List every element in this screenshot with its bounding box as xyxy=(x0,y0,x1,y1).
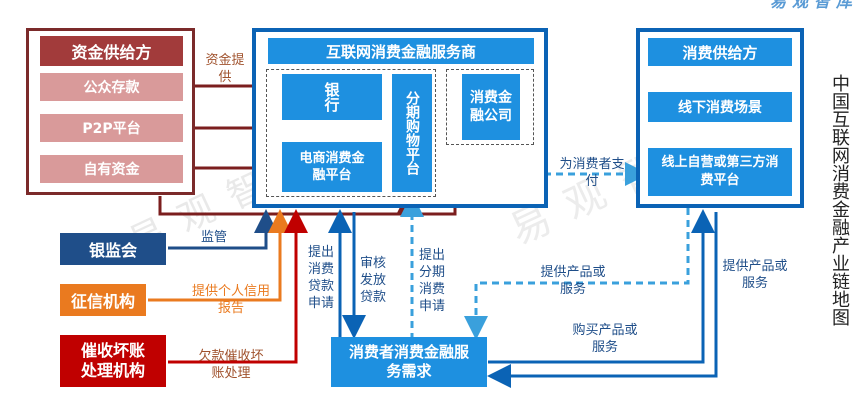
header-fragment: 易观智库 xyxy=(770,0,859,11)
buy-line xyxy=(488,209,715,364)
provide-solid-line xyxy=(487,212,718,388)
consumer-demand-box: 消费者消费金融服务需求 xyxy=(331,337,487,387)
credit-line xyxy=(148,209,292,302)
supervision-line xyxy=(168,209,278,250)
online-platform-box: 线上自营或第三方消费平台 xyxy=(648,148,792,196)
annotation-supervision: 监管 xyxy=(200,230,227,245)
annotation-loan-application: 提出消费贷款申请 xyxy=(307,245,334,311)
bank-box: 银行 xyxy=(282,74,382,120)
annotation-buy-products: 购买产品或服务 xyxy=(572,323,638,355)
annotation-credit-report: 提供个人信用报告 xyxy=(192,284,271,316)
supply-title: 消费供给方 xyxy=(648,38,792,66)
annotation-pay-for-consumer: 为消费者支付 xyxy=(559,157,625,189)
service-inner-dashed xyxy=(266,69,436,197)
installment-label: 分期购物平台 xyxy=(404,91,420,175)
funding-item-p2p: P2P平台 xyxy=(40,114,183,142)
annotation-installment-application: 提出分期消费申请 xyxy=(418,248,445,314)
service-title: 互联网消费金融服务商 xyxy=(268,38,534,64)
annotation-provide-products-left: 提供产品或服务 xyxy=(540,265,606,297)
funding-title: 资金供给方 xyxy=(40,36,183,66)
annotation-provide-products-right: 提供产品或服务 xyxy=(722,259,788,291)
cbrc-box: 银监会 xyxy=(60,233,166,265)
credit-agency-box: 征信机构 xyxy=(60,284,146,316)
finance-company-box: 消费金融公司 xyxy=(462,74,520,140)
finance-company-dashed xyxy=(446,69,534,145)
provide-dashed-line xyxy=(464,196,690,340)
bank-label: 银行 xyxy=(322,82,341,112)
funding-item-public-deposit: 公众存款 xyxy=(40,73,183,101)
collection-agency-box: 催收坏账处理机构 xyxy=(60,335,166,387)
installment-box: 分期购物平台 xyxy=(392,74,432,192)
annotation-bad-debt: 欠款催收坏账处理 xyxy=(198,349,264,381)
funding-item-own-funds: 自有资金 xyxy=(40,155,183,183)
side-title: 中国互联网消费金融产业链地图 xyxy=(829,74,850,326)
offline-scene-box: 线下消费场景 xyxy=(648,92,792,122)
ecommerce-box: 电商消费金融平台 xyxy=(282,142,382,192)
collection-line xyxy=(168,209,308,364)
annotation-review-loan: 审核发放贷款 xyxy=(359,256,386,305)
annotation-funds-provided: 资金提供 xyxy=(205,53,245,85)
